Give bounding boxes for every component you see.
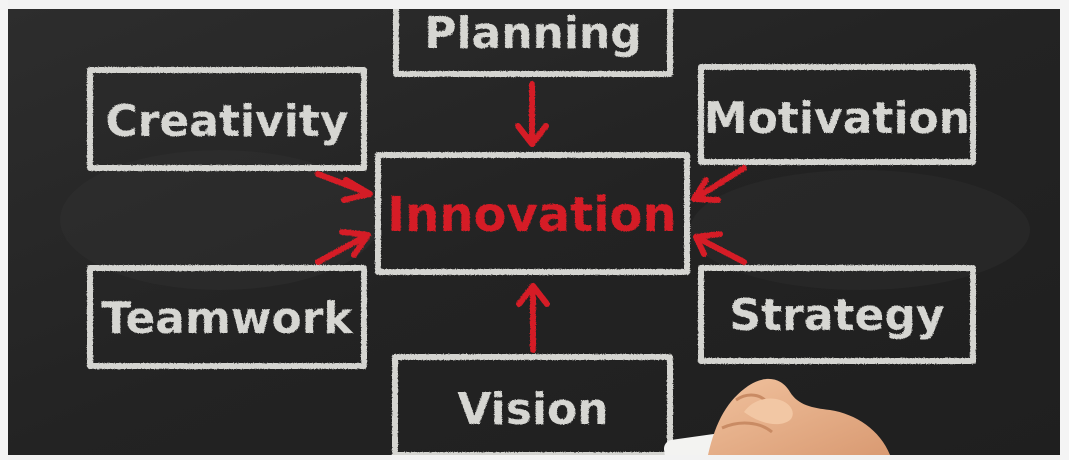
- teamwork-box: [87, 265, 367, 369]
- creativity-box: [87, 67, 367, 171]
- hand-with-chalk: [663, 378, 890, 460]
- motivation-box: [698, 64, 976, 165]
- creativity-label: Creativity: [105, 96, 348, 147]
- motivation-label: Motivation: [704, 93, 970, 144]
- strategy-label: Strategy: [729, 290, 944, 341]
- arrow-motivation: [693, 165, 747, 201]
- arrow-teamwork: [315, 233, 369, 265]
- strategy-box: [698, 265, 976, 364]
- planning-label: Planning: [424, 8, 642, 59]
- innovation-label: Innovation: [387, 187, 676, 243]
- arrow-strategy: [695, 235, 747, 265]
- vision-label: Vision: [457, 384, 608, 435]
- innovation-box: [375, 152, 690, 275]
- planning-box: [393, 0, 673, 77]
- teamwork-label: Teamwork: [101, 293, 354, 344]
